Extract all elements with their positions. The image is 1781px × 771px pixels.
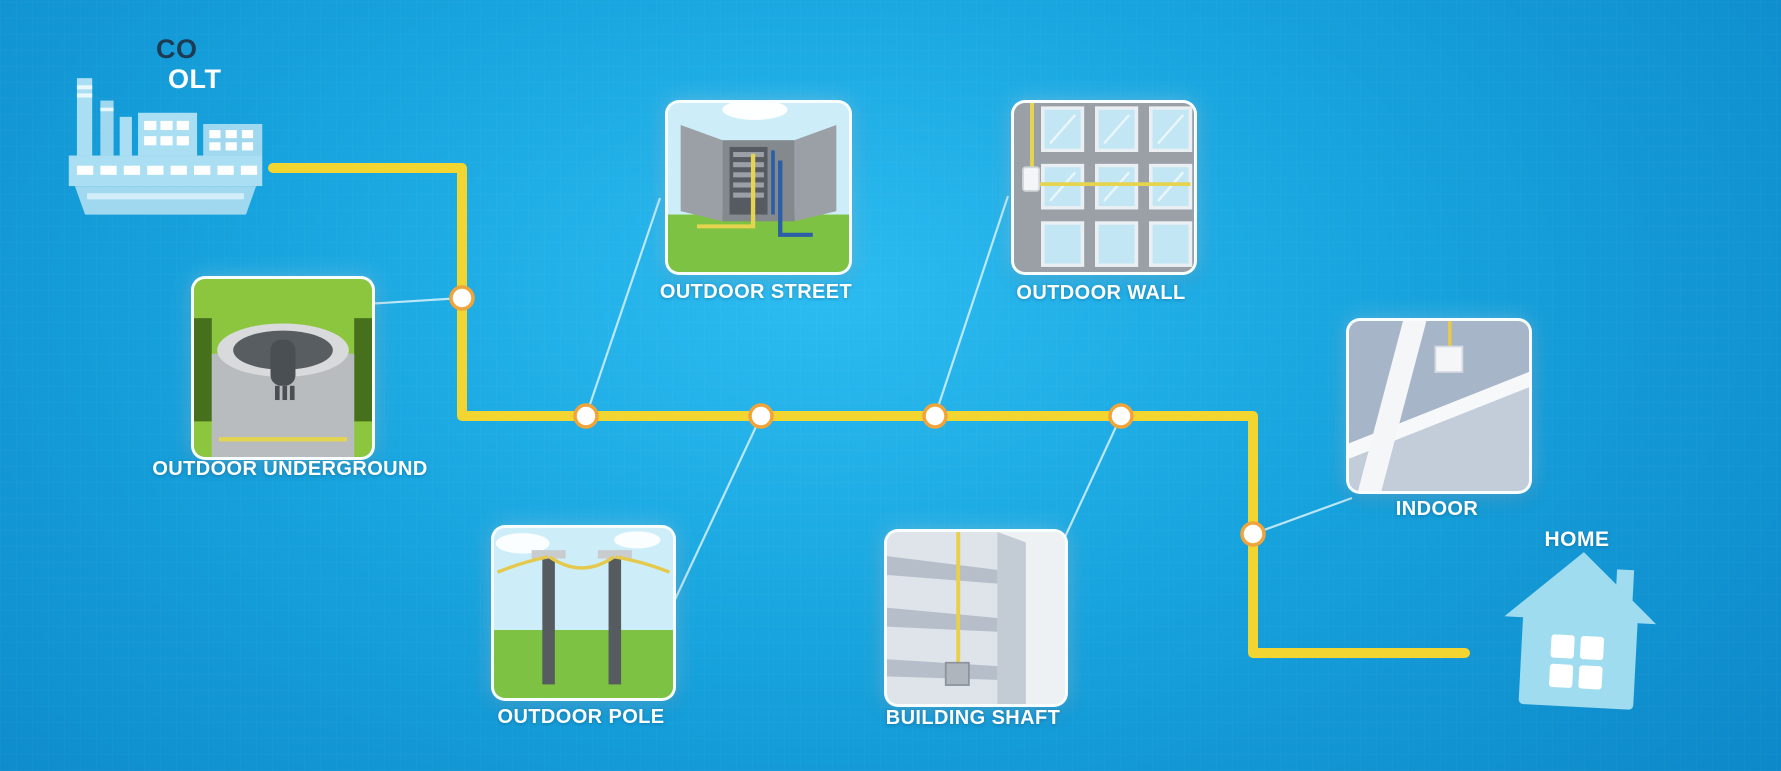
junction-node xyxy=(1108,403,1134,429)
junction-node xyxy=(1240,521,1266,547)
central-office-building: CO OLT xyxy=(62,28,272,243)
indoor-card xyxy=(1346,318,1532,494)
connector-indoor xyxy=(1252,496,1353,536)
label-indoor: INDOOR xyxy=(1395,498,1479,520)
outdoor-underground-icon xyxy=(194,279,372,457)
junction-node xyxy=(449,285,475,311)
fiber-cable-path xyxy=(268,163,1470,658)
indoor-icon xyxy=(1349,321,1529,491)
label-outdoor-underground: OUTDOOR UNDERGROUND xyxy=(152,458,428,480)
outdoor-pole-icon xyxy=(494,528,673,698)
connector-underground xyxy=(365,296,463,306)
home-icon xyxy=(1504,552,1657,710)
outdoor-wall-card xyxy=(1011,100,1197,275)
label-home: HOME xyxy=(1544,528,1610,551)
outdoor-pole-card xyxy=(491,525,676,701)
label-outdoor-street: OUTDOOR STREET xyxy=(659,281,853,303)
outdoor-underground-card xyxy=(191,276,375,460)
connector-lines xyxy=(365,195,1353,607)
junction-node xyxy=(573,403,599,429)
connector-shaft xyxy=(1057,415,1122,553)
connector-pole xyxy=(671,415,762,607)
central-office-icon xyxy=(68,78,263,215)
olt-label: OLT xyxy=(168,64,222,94)
building-shaft-icon xyxy=(887,532,1065,704)
building-shaft-card xyxy=(884,529,1068,707)
label-building-shaft: BUILDING SHAFT xyxy=(885,707,1061,729)
home-house xyxy=(1502,552,1657,722)
label-outdoor-wall: OUTDOOR WALL xyxy=(1016,282,1186,304)
outdoor-wall-icon xyxy=(1014,103,1194,272)
connector-street xyxy=(584,197,662,417)
junction-node xyxy=(748,403,774,429)
label-outdoor-pole: OUTDOOR POLE xyxy=(497,706,665,728)
junction-nodes xyxy=(449,285,1266,547)
outdoor-street-card xyxy=(665,100,852,275)
connector-wall xyxy=(933,195,1010,417)
outdoor-street-icon xyxy=(668,103,849,272)
junction-node xyxy=(922,403,948,429)
co-label: CO xyxy=(156,34,198,64)
